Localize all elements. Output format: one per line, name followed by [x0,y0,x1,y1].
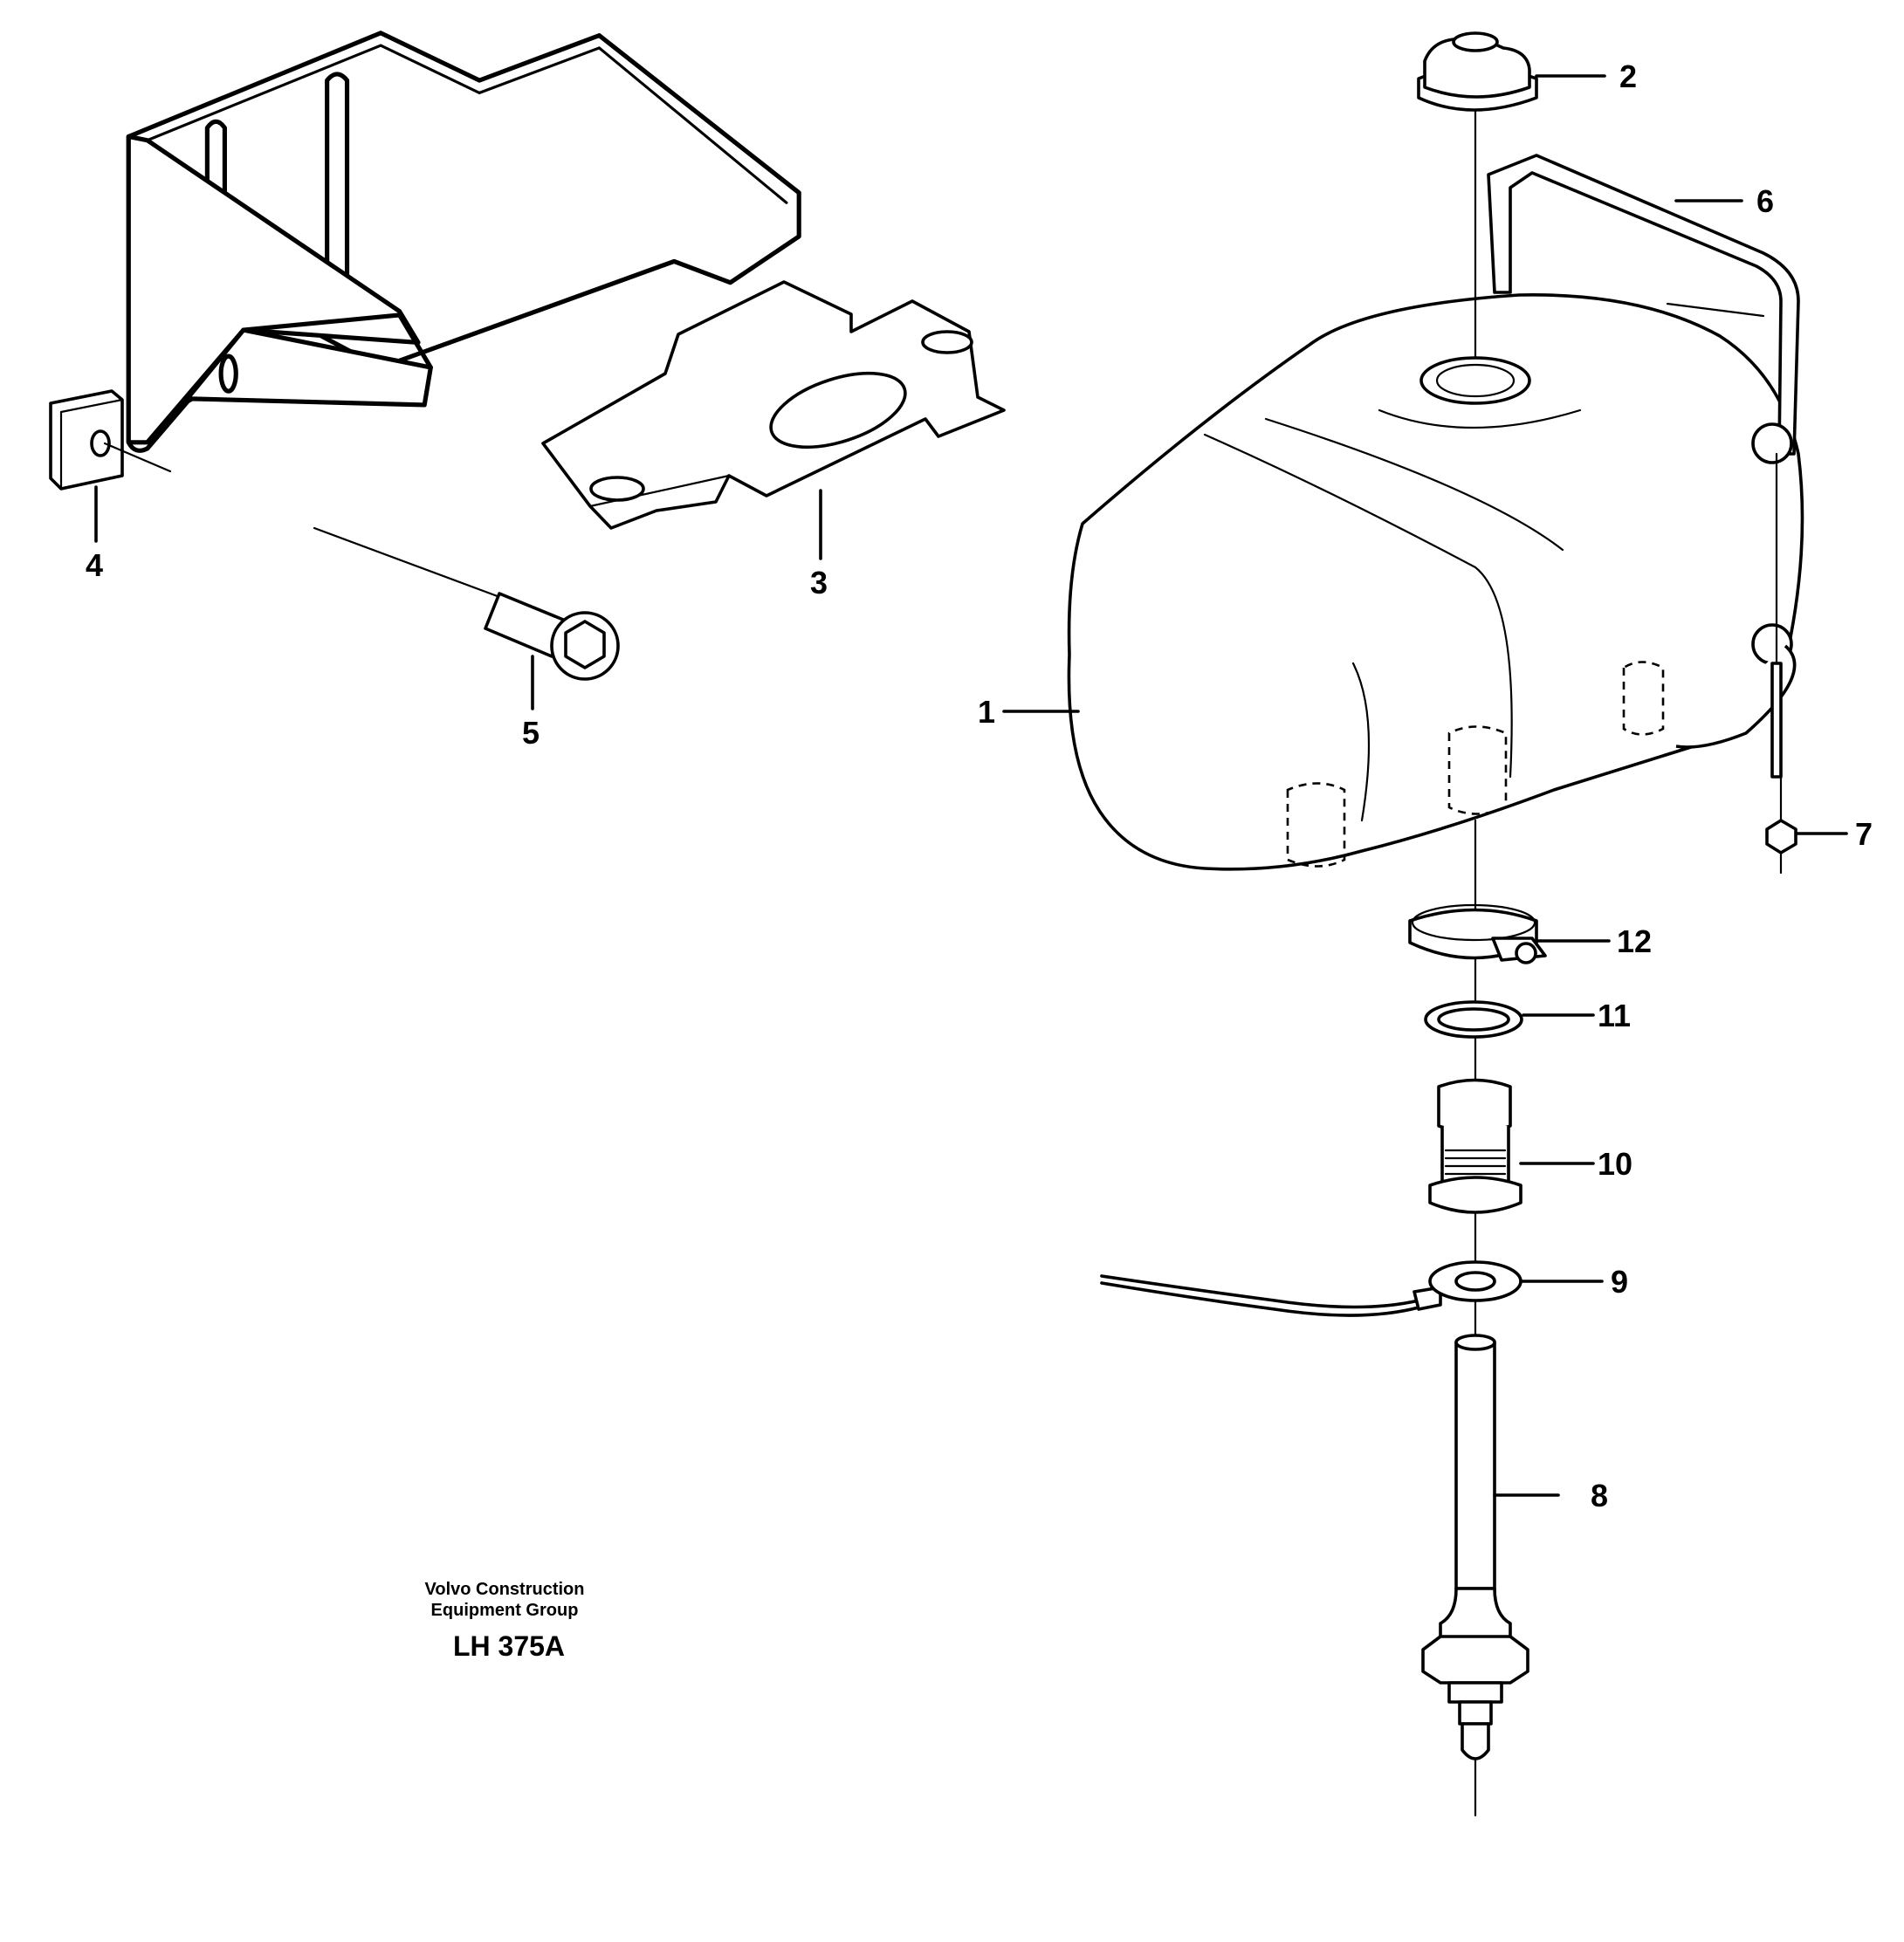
bracket [126,31,801,453]
company-name-line1: Volvo Construction [425,1580,585,1599]
nut-clip [49,389,172,491]
callout-5: 5 [522,715,540,751]
drawing-code: LH 375A [453,1630,565,1662]
callout-9: 9 [1611,1264,1628,1300]
flange-screw [313,526,620,681]
tension-strap [1487,154,1800,822]
callout-labels: 1 2 3 4 5 6 7 8 9 10 11 12 [86,58,1873,1513]
callout-leaders [94,74,1848,1497]
filler-cap [1417,31,1538,360]
callout-6: 6 [1756,183,1774,219]
mounting-plate [541,280,1006,530]
tank-dashed-inserts [1286,661,1665,868]
callout-10: 10 [1598,1146,1632,1182]
tank [1067,293,1804,871]
callout-7: 7 [1855,816,1873,852]
footer: Volvo Construction Equipment Group LH 37… [425,1580,585,1662]
hose-clamp [1408,903,1547,964]
callout-11: 11 [1598,998,1631,1033]
callout-2: 2 [1619,58,1637,94]
thread-lines [1444,1149,1507,1176]
callout-4: 4 [86,547,103,583]
connector-nipple [1428,1078,1523,1214]
callout-12: 12 [1617,923,1652,959]
o-ring [1424,1000,1523,1039]
company-name-line2: Equipment Group [431,1601,579,1620]
callout-8: 8 [1591,1478,1608,1513]
nut [1765,819,1797,875]
callout-1: 1 [978,694,995,730]
callout-3: 3 [810,565,828,600]
cable-terminal [1100,1260,1523,1317]
level-sensor [1421,1334,1529,1760]
